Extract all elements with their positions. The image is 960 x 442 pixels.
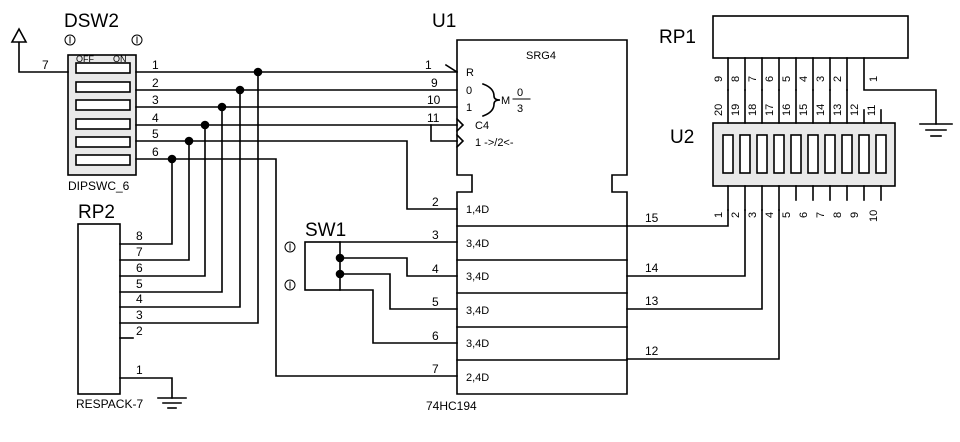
- u2-top-pin: 15: [798, 104, 810, 116]
- u1-pin-label: 11: [427, 111, 440, 125]
- dsw2-pin-label: 3: [152, 93, 159, 107]
- dsw2-pin-label: 2: [152, 76, 159, 90]
- u2-top-pin: 13: [832, 104, 844, 116]
- u1-ref: U1: [432, 11, 456, 32]
- u1-func: SRG4: [526, 50, 556, 62]
- rp1-pin-label: 1: [868, 76, 880, 82]
- rp1-pin-label: 3: [815, 76, 827, 82]
- u2-top-pin: 18: [747, 104, 759, 116]
- u1-input-label: 1,4D: [466, 204, 489, 216]
- dsw2-on-label: ON: [113, 54, 127, 64]
- rp1-pin-label: 2: [832, 76, 844, 82]
- u1-output-pin: 14: [645, 261, 659, 275]
- dsw2-pin-label: 4: [152, 111, 159, 125]
- u2-ref: U2: [670, 127, 694, 148]
- u1-part: 74HC194: [426, 399, 477, 413]
- dsw2-pin7-label: 7: [42, 58, 49, 72]
- dsw2-pin-label: 1: [152, 58, 159, 72]
- u1-frac-top: 0: [517, 87, 523, 99]
- u2-top-pin: 19: [730, 104, 742, 116]
- u1-output-wires: [626, 209, 780, 360]
- u1-m1-label: 1: [466, 102, 472, 114]
- rp1-pin-label: 9: [713, 76, 725, 82]
- rp2-pin-label: 3: [136, 308, 143, 322]
- u2-top-pin: 12: [849, 104, 861, 116]
- rp1-resistor-pack: [712, 15, 953, 137]
- dsw2-pin7-wire: [10, 27, 69, 73]
- u2-bottom-pin: 8: [832, 212, 844, 218]
- rp2-pin-label: 4: [136, 292, 143, 306]
- u1-output-pin: 13: [645, 294, 659, 308]
- u2-top-pin: 17: [764, 104, 776, 116]
- u1-pin-label: 10: [427, 93, 441, 107]
- u1-shift-label: 1 ->/2<-: [475, 137, 514, 149]
- u1-r-label: R: [466, 67, 474, 79]
- u1-input-label: 3,4D: [466, 238, 489, 250]
- u1-pin-label: 9: [431, 76, 438, 90]
- dsw2-pin-label: 5: [152, 127, 159, 141]
- u2-bottom-pin: 10: [868, 210, 880, 222]
- u1-input-label: 2,4D: [466, 372, 489, 384]
- u1-output-pin: 12: [645, 344, 659, 358]
- u2-bottom-pin: 5: [781, 212, 793, 218]
- rp2-pin-label: 2: [136, 324, 143, 338]
- u1-input-label: 3,4D: [466, 305, 489, 317]
- dsw2-part: DIPSWC_6: [68, 179, 130, 193]
- rp2-pin-label: 6: [136, 261, 143, 275]
- rp2-pin1-label: 1: [136, 363, 143, 377]
- rp1-pin-label: 6: [764, 76, 776, 82]
- u2-bottom-pin: 9: [849, 212, 861, 218]
- u1-input-pin: 4: [432, 262, 439, 276]
- u2-top-pin: 20: [713, 104, 725, 116]
- u2-top-pin: 11: [866, 105, 878, 116]
- u1-output-pin: 15: [645, 211, 659, 225]
- rp2-part: RESPACK-7: [76, 397, 143, 411]
- junction-dots: [167, 67, 345, 279]
- u1-input-pin: 6: [432, 329, 439, 343]
- sw1-ref: SW1: [305, 220, 346, 241]
- dsw2-ref: DSW2: [64, 11, 119, 32]
- u1-input-pin: 5: [432, 295, 439, 309]
- u1-input-pin: 3: [432, 228, 439, 242]
- u1-c4-label: C4: [475, 120, 489, 132]
- u2-bottom-pin: 3: [747, 212, 759, 218]
- u2-bottom-pin: 1: [713, 212, 725, 218]
- u1-pin-label: 1: [425, 58, 432, 72]
- sw1-switch: [304, 241, 458, 344]
- u1-m-label: M: [501, 95, 510, 107]
- rp2-pin-label: 7: [136, 245, 143, 259]
- u1-input-label: 3,4D: [466, 271, 489, 283]
- u1-frac-bottom: 3: [517, 103, 523, 115]
- u1-shift-register: [430, 39, 628, 395]
- dsw2-pin-label: 6: [152, 145, 159, 159]
- updown-icon-dsw2: [64, 34, 143, 46]
- rp1-pin-label: 5: [781, 76, 793, 82]
- dsw2-off-label: OFF: [76, 54, 94, 64]
- rp1-pin-label: 8: [730, 76, 742, 82]
- rp1-pin-label: 7: [747, 76, 759, 82]
- u2-bottom-pin: 7: [815, 212, 827, 218]
- u2-bottom-pin: 6: [798, 212, 810, 218]
- rp2-pin-label: 5: [136, 277, 143, 291]
- u2-top-pin: 16: [781, 104, 793, 116]
- u2-top-pin: 14: [815, 104, 827, 116]
- rp2-drop-wires: [119, 71, 458, 377]
- rp2-resistor-pack: [77, 223, 187, 409]
- updown-icon-sw1: [284, 241, 296, 291]
- dsw2-dip-switch: [67, 54, 137, 176]
- rp2-ref: RP2: [78, 202, 115, 223]
- u1-input-pin: 2: [432, 195, 439, 209]
- rp1-pin-label: 4: [798, 76, 810, 82]
- u1-input-label: 3,4D: [466, 338, 489, 350]
- u2-bottom-pin: 2: [730, 212, 742, 218]
- u2-led-bargraph: [712, 89, 896, 211]
- u1-m0-label: 0: [466, 85, 472, 97]
- u2-bottom-pin: 4: [764, 212, 776, 218]
- u1-input-pin: 7: [432, 362, 439, 376]
- rp2-pin-label: 8: [136, 229, 143, 243]
- dsw2-bus-wires: [135, 71, 458, 210]
- rp1-ref: RP1: [659, 27, 696, 48]
